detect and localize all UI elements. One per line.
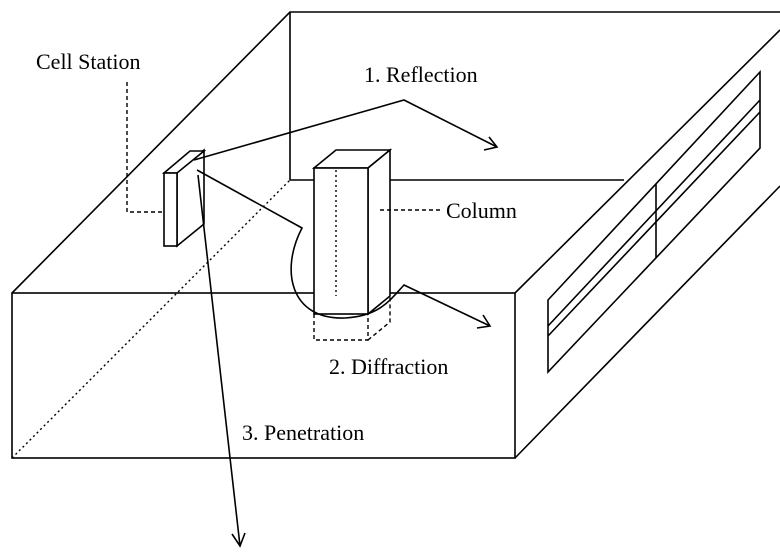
column [311, 148, 393, 341]
cell-station-leader [126, 82, 164, 213]
room-right-face [514, 185, 780, 459]
rays [193, 99, 499, 548]
label-diffraction: 2. Diffraction [329, 354, 448, 379]
window-bar-horizontal [547, 99, 761, 337]
window-frame [547, 69, 761, 375]
room-front-face [11, 292, 516, 459]
window [547, 69, 761, 375]
label-cell-station: Cell Station [36, 49, 141, 74]
label-penetration: 3. Penetration [242, 420, 364, 445]
cell-station-front [163, 172, 178, 247]
room-hidden-edge [11, 179, 291, 459]
label-column: Column [446, 198, 517, 223]
penetration-arrowhead [231, 532, 246, 548]
penetration-ray [197, 174, 241, 547]
room-box [11, 11, 780, 459]
column-front [313, 167, 369, 315]
diffraction-ray [196, 169, 491, 327]
label-reflection: 1. Reflection [364, 62, 478, 87]
column-side [367, 148, 391, 316]
reflection-arrowhead [483, 136, 499, 151]
cell-station [161, 148, 207, 248]
column-hidden-base [313, 296, 391, 341]
room-back-wall [289, 12, 624, 181]
reflection-ray [193, 99, 498, 161]
diffraction-arrowhead [476, 314, 492, 329]
